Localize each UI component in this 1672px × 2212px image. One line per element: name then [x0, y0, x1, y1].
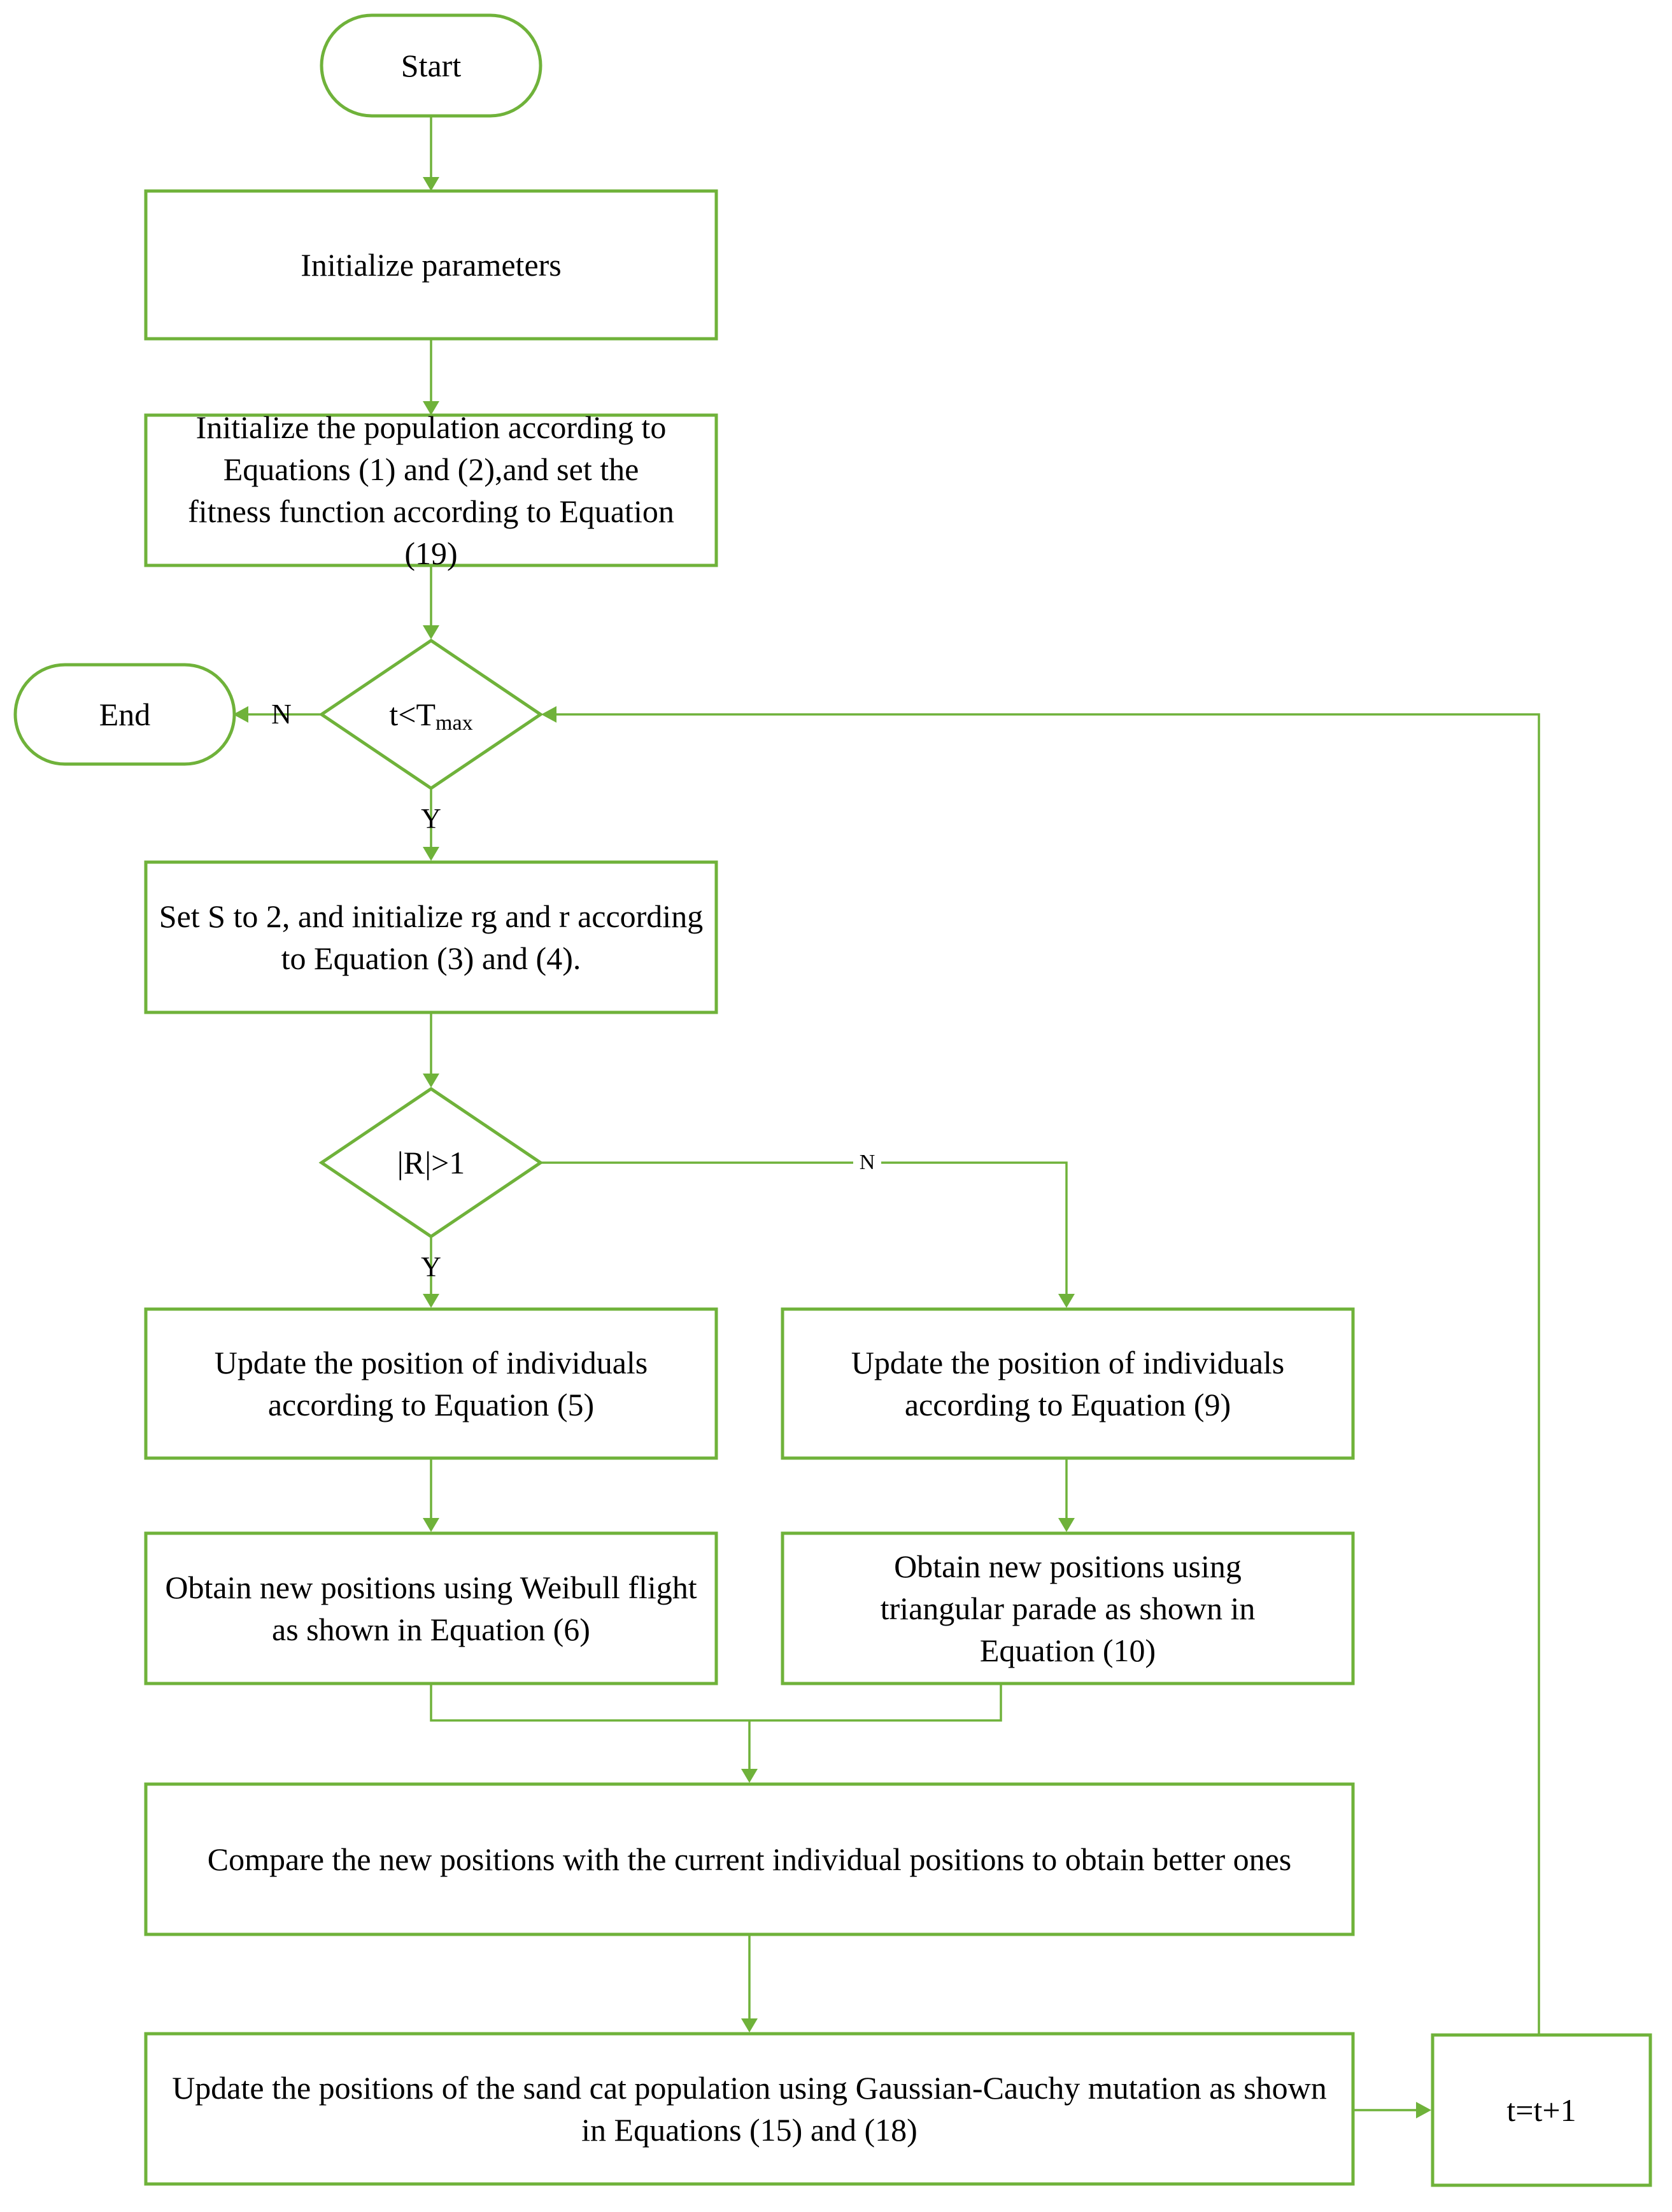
arrowhead [741, 1769, 758, 1783]
r-yes-label: Y [421, 1251, 441, 1282]
loop-yes-label: Y [421, 803, 441, 834]
compare-label: Compare the new positions with the curre… [207, 1841, 1292, 1877]
update-eq9-box [781, 1307, 1355, 1460]
arrowhead [1058, 1294, 1075, 1308]
set-s-label: Set S to 2, and initialize rg and r acco… [159, 898, 704, 976]
edge-increment-loop-back [555, 713, 1540, 2035]
arrowhead [423, 177, 439, 191]
arrowhead [1416, 2102, 1431, 2118]
edge-merge-to-compare [430, 1685, 1002, 1770]
weibull-box [144, 1531, 718, 1685]
arrowhead [423, 625, 439, 639]
loop-condition-main: t<T [389, 697, 436, 732]
end-label: End [99, 697, 151, 732]
r-condition-diamond [318, 1086, 544, 1239]
loop-condition-diamond [318, 638, 544, 791]
r-condition-label: |R|>1 [397, 1145, 465, 1180]
loop-no-label: N [271, 698, 292, 730]
arrowhead [541, 706, 556, 723]
nodes [13, 13, 1652, 2187]
arrowhead [423, 401, 439, 415]
init-population-box [144, 413, 718, 567]
increment-label: t=t+1 [1506, 2092, 1576, 2128]
end-terminal [13, 663, 236, 766]
update-eq9-label: Update the position of individuals accor… [851, 1345, 1285, 1422]
compare-box [144, 1782, 1355, 1936]
update-eq5-box [144, 1307, 718, 1460]
update-eq5-label: Update the position of individuals accor… [214, 1345, 648, 1422]
loop-condition-subscript: max [436, 711, 473, 735]
r-no-label: N [853, 1151, 881, 1174]
weibull-label: Obtain new positions using Weibull fligh… [165, 1570, 697, 1647]
triangular-label: Obtain new positions using triangular pa… [880, 1549, 1256, 1668]
gaussian-cauchy-box [144, 2032, 1355, 2186]
start-label: Start [400, 48, 462, 83]
init-params-label: Initialize parameters [301, 247, 562, 283]
arrowhead [423, 1294, 439, 1308]
start-terminal [320, 13, 542, 118]
set-s-box [144, 860, 718, 1014]
arrowhead [1058, 1518, 1075, 1532]
arrowhead [423, 1074, 439, 1088]
edge-r-condition-no-to-update-eq9 [541, 1161, 1068, 1295]
increment-box [1431, 2033, 1652, 2187]
arrowhead [423, 1518, 439, 1532]
arrowhead [741, 2018, 758, 2032]
triangular-box [781, 1531, 1355, 1685]
arrowhead [423, 847, 439, 861]
init-params-box [144, 189, 718, 341]
gaussian-cauchy-label: Update the positions of the sand cat pop… [172, 2070, 1327, 2148]
arrowhead [233, 706, 248, 723]
init-population-label: Initialize the population according to E… [188, 409, 674, 571]
connectors [233, 117, 1540, 2118]
